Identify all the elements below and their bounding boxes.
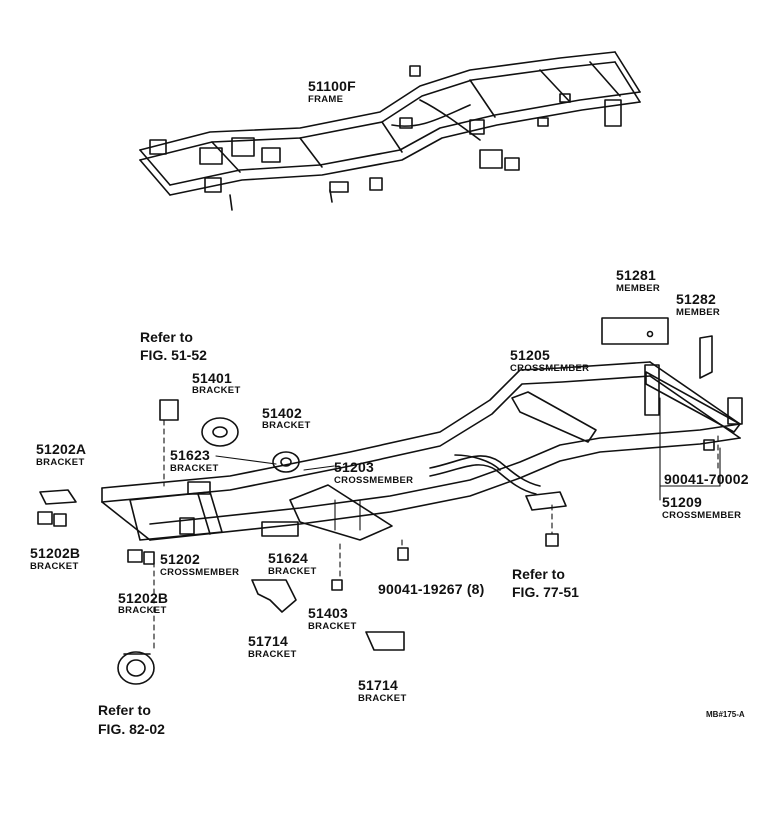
- reference-fig-77-51-line2: FIG. 77-51: [512, 584, 579, 600]
- bracket-51714-name-1: BRACKET: [248, 649, 297, 660]
- leader-lines: [215, 397, 721, 531]
- bracket-51401-name: BRACKET: [192, 385, 241, 396]
- bracket-51202b-number-2: 51202B: [118, 590, 169, 606]
- reference-fig-77-51-line1: Refer to: [512, 566, 565, 582]
- exploded-frame-drawing: [37, 317, 743, 685]
- crossmember-51209-number: 51209: [662, 494, 702, 510]
- crossmember-51209-name: CROSSMEMBER: [662, 510, 742, 521]
- bracket-51402-number: 51402: [262, 405, 302, 421]
- frame-assembly-drawing: [139, 51, 641, 211]
- frame-part-number: 51100F: [308, 78, 356, 94]
- bracket-51714-name-2: BRACKET: [358, 693, 407, 704]
- reference-fig-82-02-line1: Refer to: [98, 702, 151, 718]
- reference-fig-51-52-line2: FIG. 51-52: [140, 347, 207, 363]
- crossmember-51205-number: 51205: [510, 347, 550, 363]
- bracket-51714-number-1: 51714: [248, 633, 288, 649]
- member-51282-name: MEMBER: [676, 307, 721, 318]
- bracket-51202a-number: 51202A: [36, 441, 87, 457]
- bracket-51403-name: BRACKET: [308, 621, 357, 632]
- bracket-51402-name: BRACKET: [262, 420, 311, 431]
- bracket-51202a-name: BRACKET: [36, 457, 85, 468]
- diagram-code: MB#175-A: [706, 710, 745, 719]
- bracket-51623-number: 51623: [170, 447, 210, 463]
- bolt-90041-70002-number: 90041-70002: [664, 471, 749, 487]
- crossmember-51203-name: CROSSMEMBER: [334, 475, 414, 486]
- reference-fig-82-02-line2: FIG. 82-02: [98, 721, 165, 737]
- reference-fig-51-52-line1: Refer to: [140, 329, 193, 345]
- member-51281-name: MEMBER: [616, 283, 661, 294]
- member-51282-number: 51282: [676, 291, 716, 307]
- bracket-51624-number: 51624: [268, 550, 308, 566]
- member-51281-number: 51281: [616, 267, 656, 283]
- bracket-51624-name: BRACKET: [268, 566, 317, 577]
- bracket-51623-name: BRACKET: [170, 463, 219, 474]
- bracket-51202b-number-1: 51202B: [30, 545, 81, 561]
- alignment-lines: [153, 419, 719, 651]
- crossmember-51205-name: CROSSMEMBER: [510, 363, 590, 374]
- bracket-51202b-name-1: BRACKET: [30, 561, 79, 572]
- crossmember-51202-name: CROSSMEMBER: [160, 567, 240, 578]
- bracket-51403-number: 51403: [308, 605, 348, 621]
- bracket-51401-number: 51401: [192, 370, 232, 386]
- bracket-51714-number-2: 51714: [358, 677, 398, 693]
- bolt-90041-19267-number: 90041-19267 (8): [378, 581, 485, 597]
- bracket-51202b-name-2: BRACKET: [118, 605, 167, 616]
- crossmember-51202-number: 51202: [160, 551, 200, 567]
- frame-part-name: FRAME: [308, 94, 344, 105]
- crossmember-51203-number: 51203: [334, 459, 374, 475]
